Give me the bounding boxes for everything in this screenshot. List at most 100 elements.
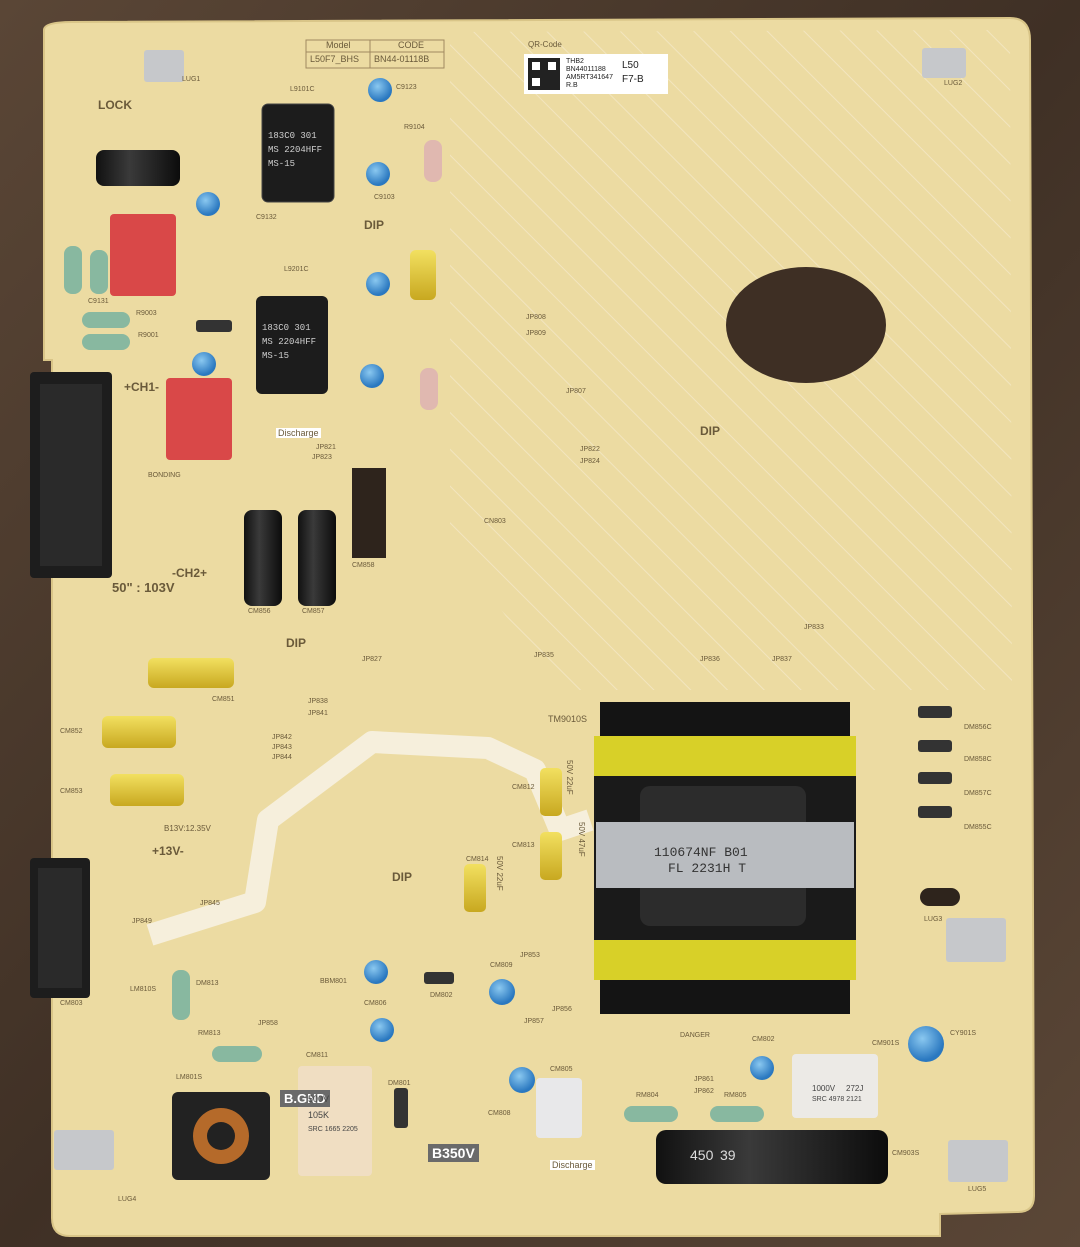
side-cap-label-1: 50V 22uF: [565, 760, 574, 795]
silk-jp827: JP827: [362, 656, 382, 663]
film-cap-marking-2: 105K: [308, 1110, 330, 1120]
silk-cm851: CM851: [212, 696, 235, 703]
ch1-label: +CH1-: [124, 380, 160, 394]
silk-cm813: CM813: [512, 842, 535, 849]
b-gnd-label: B.GND: [280, 1090, 330, 1107]
dip-label-2: DIP: [286, 636, 307, 650]
blue-cap-4: [366, 272, 390, 296]
qr-side-2: F7-B: [622, 74, 644, 85]
code-value: BN44-01118B: [374, 54, 430, 64]
svg-text:450: 450: [690, 1147, 714, 1163]
lug2-label: LUG2: [944, 80, 963, 87]
silk-cm858: CM858: [352, 562, 375, 569]
inductor-lm801s: [172, 1092, 270, 1180]
silk-dm801: DM801: [388, 1080, 411, 1087]
resistor-rm813: [212, 1046, 262, 1062]
lug4-clip: [54, 1130, 114, 1170]
filter-box-cm805: [536, 1078, 582, 1138]
diode-dm855c: [918, 806, 952, 818]
board-cutout: [726, 267, 886, 383]
diode-dm801: [394, 1088, 408, 1128]
isolation-track: [146, 731, 594, 946]
silk-jp835: JP835: [534, 652, 554, 659]
dip-label-1: DIP: [364, 218, 385, 232]
silk-cm853: CM853: [60, 788, 83, 795]
silk-jp821: JP821: [316, 444, 336, 451]
film-cap-marking-1: 500V: [308, 1094, 330, 1104]
blue-cap-10: [509, 1067, 535, 1093]
blue-cap-9: [489, 979, 515, 1005]
discharge-label-2: Discharge: [550, 1160, 595, 1170]
silk-jp845: JP845: [200, 900, 220, 907]
silk-jp822: JP822: [580, 446, 600, 453]
code-header: CODE: [398, 40, 425, 50]
lug5-clip: [948, 1140, 1008, 1182]
blue-cap-5: [360, 364, 384, 388]
silk-jp849: JP849: [132, 918, 152, 925]
elcap-cm857: [298, 510, 336, 606]
dip-label-3: DIP: [392, 870, 413, 884]
silk-c9132: C9132: [256, 214, 277, 221]
yellow-cap-1: [410, 250, 436, 300]
lug1-label: LUG1: [182, 76, 201, 83]
qr-line-2: BN44011188: [566, 66, 606, 73]
resistor-rm804: [624, 1106, 678, 1122]
silk-cy901s: CY901S: [950, 1030, 977, 1037]
lug3-clip: [946, 918, 1006, 962]
blue-cap-8: [370, 1018, 394, 1042]
lug3-label: LUG3: [924, 916, 943, 923]
coil-l9201c: 183C0 301 MS 2204HFF MS-15: [256, 296, 328, 394]
silk-c9131: C9131: [88, 298, 109, 305]
silk-dm858c: DM858C: [964, 756, 992, 763]
yellow-cap-6: [540, 832, 562, 880]
silk-lm810s: LM810S: [130, 986, 157, 993]
svg-text:39: 39: [720, 1147, 736, 1163]
silk-rm813: RM813: [198, 1030, 221, 1037]
silk-jp836: JP836: [700, 656, 720, 663]
svg-text:MS 2204HFF: MS 2204HFF: [262, 337, 316, 347]
discharge-label-1: Discharge: [276, 428, 321, 438]
blue-cap-11: [750, 1056, 774, 1080]
silk-cm814: CM814: [466, 856, 489, 863]
x-cap-marking-1: 1000V: [812, 1084, 836, 1093]
dip-label-4: DIP: [700, 424, 721, 438]
silk-jp807: JP807: [566, 388, 586, 395]
silk-jp823: JP823: [312, 454, 332, 461]
size-50-label: 50" : 103V: [112, 580, 175, 595]
yellow-cap-2: [148, 658, 234, 688]
yellow-cap-4: [110, 774, 184, 806]
resistor-rm805: [710, 1106, 764, 1122]
silk-jp808: JP808: [526, 314, 546, 321]
x-cap-marking-3: SRC 4978 2121: [812, 1096, 862, 1103]
red-capacitor-1: [110, 214, 176, 296]
silk-jp856: JP856: [552, 1006, 572, 1013]
plus13v-label: +13V-: [152, 844, 184, 858]
blue-cap-7: [364, 960, 388, 984]
lock-label: LOCK: [98, 98, 132, 112]
side-cap-label-2: 50V 47uF: [577, 822, 586, 857]
elcap-cm856: [244, 510, 282, 606]
model-header: Model: [326, 40, 351, 50]
silk-c9123: C9123: [396, 84, 417, 91]
lug5-label: LUG5: [968, 1186, 987, 1193]
side-cap-label-3: 50V 22uF: [495, 856, 504, 891]
coil-l9101c: 183C0 301 MS 2204HFF MS-15: [261, 103, 335, 203]
hatched-zone: [450, 30, 1012, 690]
silk-dm802: DM802: [430, 992, 453, 999]
blue-cap-2: [366, 162, 390, 186]
silk-jp833: JP833: [804, 624, 824, 631]
resistor-1: [64, 246, 82, 294]
silk-cm809: CM809: [490, 962, 513, 969]
model-code-box: [305, 39, 445, 69]
silk-bbm801: BBM801: [320, 978, 347, 985]
resistor-4: [82, 334, 130, 350]
blue-cap-3: [196, 192, 220, 216]
silk-cm856: CM856: [248, 608, 271, 615]
silk-jp843: JP843: [272, 744, 292, 751]
silk-jp861: JP861: [694, 1076, 714, 1083]
cn803-label: CN803: [484, 518, 506, 525]
silk-l9101c: L9101C: [290, 86, 315, 93]
qr-line-1: THB2: [566, 58, 584, 65]
silk-dm856c: DM856C: [964, 724, 992, 731]
